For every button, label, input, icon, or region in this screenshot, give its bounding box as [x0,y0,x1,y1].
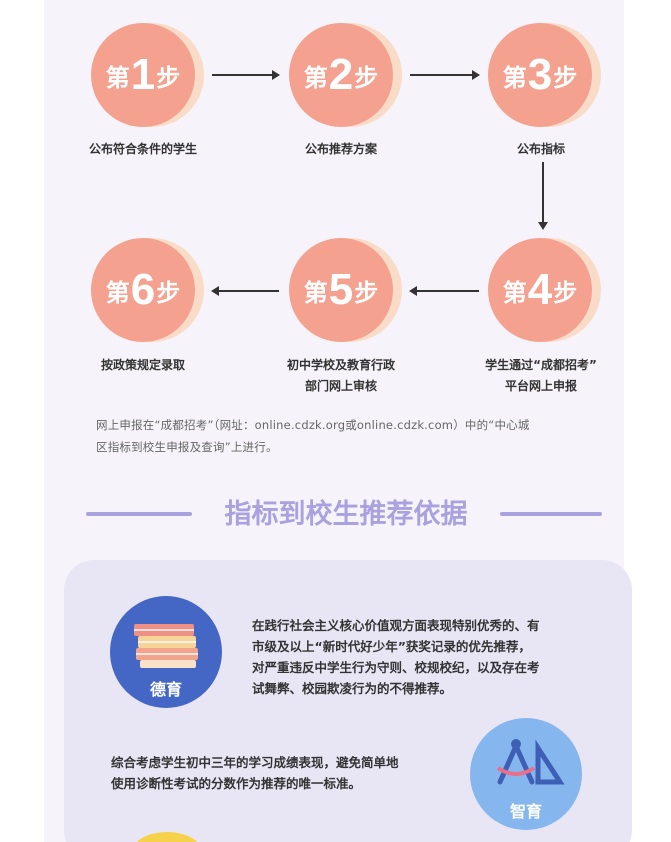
step-1-label: 公布符合条件的学生 [88,142,197,156]
step-4-label: 学生通过“成都招考”平台网上申报 [485,358,597,393]
step-3-label: 公布指标 [516,142,565,156]
arrow-left-icon [409,286,479,296]
step-5-label: 初中学校及教育行政部门网上审核 [286,358,395,393]
arrow-right-icon [410,70,480,80]
step-6-label: 按政策规定录取 [100,358,185,372]
step-2-label: 公布推荐方案 [304,142,377,156]
arrow-left-icon [211,286,279,296]
section-divider-left [86,512,192,516]
online-application-note: 网上申报在“成都招考”（网址：online.cdzk.org或online.cd… [96,418,530,454]
section-divider-right [500,512,602,516]
moral-education-badge: 德育 [110,596,222,708]
moral-education-label: 德育 [149,680,182,699]
compass-ruler-icon [496,739,565,785]
section-title: 指标到校生推荐依据 [224,499,468,530]
intellectual-education-description: 综合考虑学生初中三年的学习成绩表现，避免简单地 使用诊断性考试的分数作为推荐的唯… [111,755,399,791]
arrow-down-icon [538,162,548,230]
intellectual-education-badge: 智育 [470,718,582,830]
moral-education-description: 在践行社会主义核心价值观方面表现特别优秀的、有 市级及以上“新时代好少年”获奖记… [252,618,540,696]
arrow-right-icon [212,70,280,80]
intellectual-education-label: 智育 [509,802,542,821]
next-criteria-badge [132,832,202,842]
books-icon [134,624,198,668]
